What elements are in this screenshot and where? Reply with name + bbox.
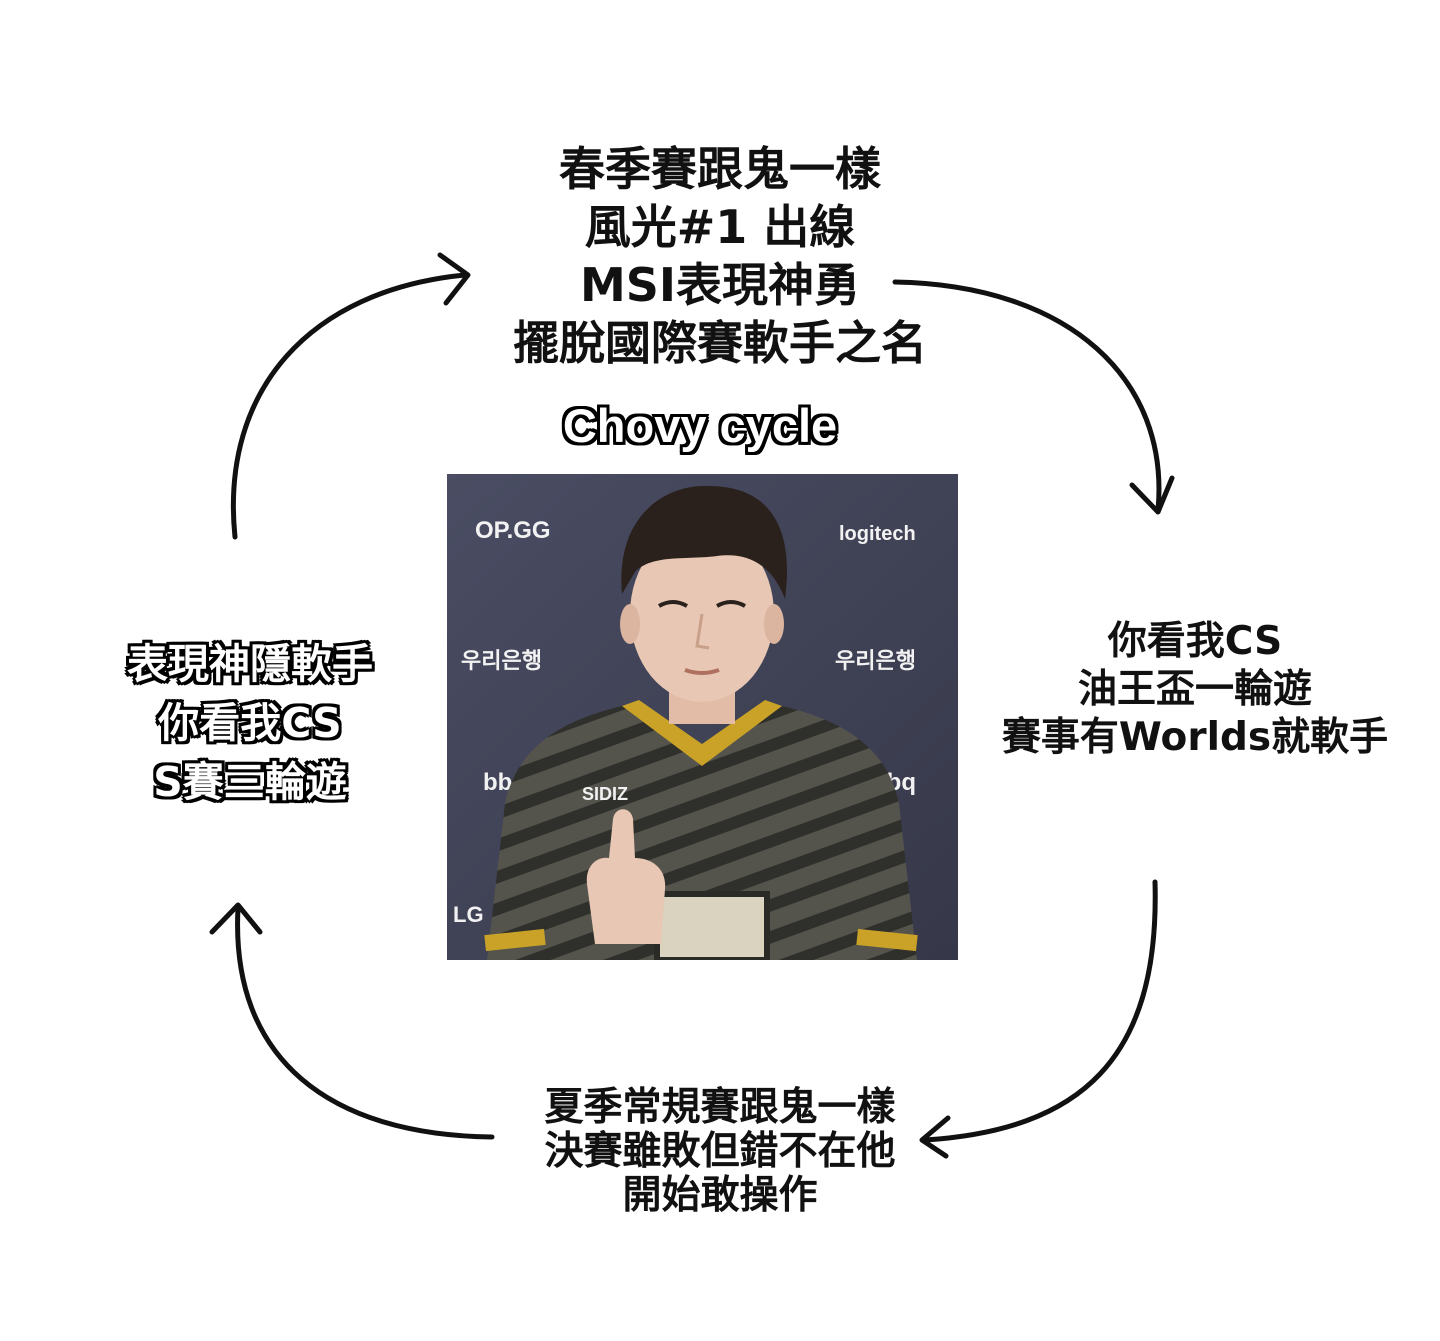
player-photo: OP.GG logitech 우리은행 우리은행 bb bbq LG SIDIZ (447, 474, 958, 960)
backdrop-logo: LG (453, 902, 484, 927)
arrow-top-to-right (892, 279, 1162, 513)
node-line: MSI表現神勇 (579, 258, 861, 312)
node-line: 風光#1 出線 (584, 200, 856, 254)
node-line: 賽事有Worlds就軟手 (1001, 715, 1389, 760)
backdrop-logo: bb (483, 769, 512, 796)
node-line: 油王盃一輪遊 (1077, 667, 1312, 712)
player-eye (658, 600, 688, 608)
node-line: 開始敢操作 (622, 1173, 818, 1218)
backdrop-logo: 우리은행 (461, 648, 542, 673)
node-line: 夏季常規賽跟鬼一樣 (544, 1085, 896, 1130)
cycle-title: Chovy cycle (562, 399, 838, 452)
arrowhead-left-to-top (437, 252, 471, 306)
arrowhead-bottom-to-left (209, 902, 263, 935)
jersey-sponsor: SIDIZ (582, 784, 628, 804)
jersey-logo-block (654, 891, 770, 960)
node-line: S賽三輪遊 (153, 758, 347, 806)
node-line: 擺脫國際賽軟手之名 (513, 316, 927, 370)
node-line: 你看我CS (158, 699, 342, 747)
backdrop-logo: 우리은행 (835, 648, 916, 673)
thumbs-up-hand (586, 809, 666, 944)
player-eye (716, 600, 746, 608)
node-line: 你看我CS (1107, 619, 1283, 664)
arrowhead-top-to-right (1129, 475, 1175, 515)
player-mouth (684, 668, 720, 675)
cycle-node-ewc: 你看我CS 油王盃一輪遊 賽事有Worlds就軟手 (975, 618, 1415, 762)
arrow-bottom-to-left (235, 905, 495, 1140)
player-hair (621, 485, 787, 599)
jersey-collar (622, 700, 782, 766)
node-line: 決賽雖敗但錯不在他 (544, 1129, 896, 1174)
cycle-node-spring: 春季賽跟鬼一樣 風光#1 出線 MSI表現神勇 擺脫國際賽軟手之名 (420, 140, 1020, 372)
player-ear (620, 604, 640, 644)
player-ear (764, 604, 784, 644)
cycle-node-worlds: 表現神隱軟手 你看我CS S賽三輪遊 (80, 635, 420, 812)
node-line: 表現神隱軟手 (127, 640, 373, 688)
player-nose (695, 613, 710, 650)
jersey-sleeve-trim (856, 928, 918, 952)
cycle-node-summer: 夏季常規賽跟鬼一樣 決賽雖敗但錯不在他 開始敢操作 (480, 1086, 960, 1218)
jersey-sleeve-trim (484, 928, 546, 952)
arrow-right-to-bottom (922, 879, 1158, 1143)
backdrop-logo: OP.GG (475, 517, 551, 544)
arrow-left-to-top (231, 272, 468, 540)
arrowhead-right-to-bottom (919, 1115, 951, 1159)
node-line: 春季賽跟鬼一樣 (559, 142, 881, 196)
backdrop-logo: logitech (839, 523, 916, 545)
